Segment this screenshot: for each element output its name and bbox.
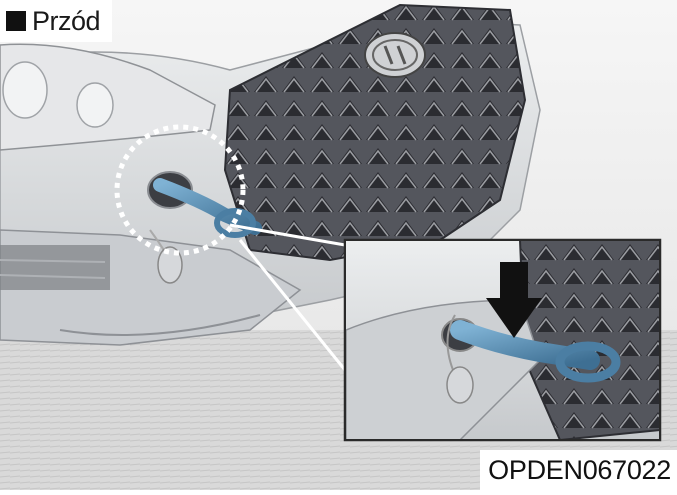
highlight-circle bbox=[114, 124, 246, 256]
socket-cover bbox=[157, 246, 183, 284]
arrow-down-icon bbox=[486, 262, 542, 338]
detail-inset bbox=[343, 238, 662, 442]
square-bullet-icon bbox=[6, 11, 26, 31]
section-label: Przód bbox=[0, 0, 113, 42]
image-code: OPDEN067022 bbox=[480, 450, 677, 490]
section-label-text: Przód bbox=[32, 5, 101, 36]
